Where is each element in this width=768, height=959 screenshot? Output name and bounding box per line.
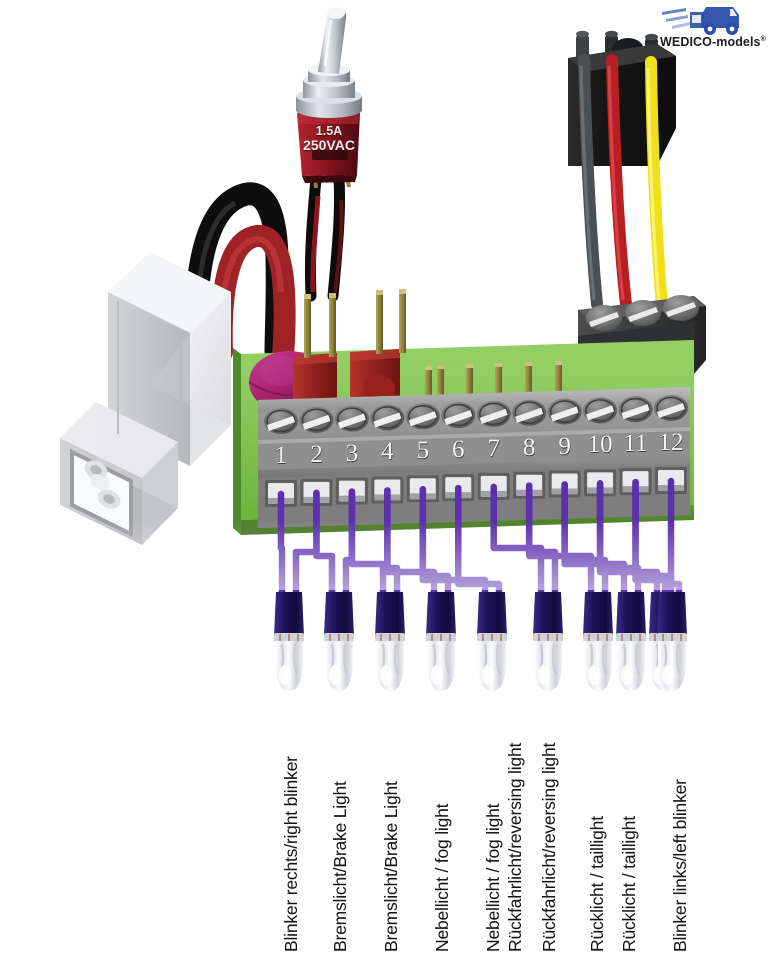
bulb-6[interactable] xyxy=(533,592,563,691)
pin-headers xyxy=(293,289,562,410)
battery-connector-assembly xyxy=(60,182,296,545)
terminal-screw-9[interactable] xyxy=(547,398,582,425)
battery-plug-pins xyxy=(84,460,121,509)
bulb-8[interactable] xyxy=(616,592,646,691)
bulb-3[interactable] xyxy=(375,592,405,691)
bulb-base-3 xyxy=(375,592,405,636)
bulb-glass-8 xyxy=(617,641,645,691)
bulb-base-5 xyxy=(477,592,507,636)
board-pins xyxy=(425,361,562,410)
bulb-base-8 xyxy=(616,592,646,636)
bulb-1[interactable] xyxy=(274,592,304,691)
wire-grey xyxy=(578,54,603,310)
bulb-10[interactable] xyxy=(657,592,687,691)
bulb-glass-6 xyxy=(534,641,562,691)
logo-wordmark-text: WEDICO-models xyxy=(660,35,761,49)
terminal-screw-5[interactable] xyxy=(405,403,440,430)
bulb-7[interactable] xyxy=(583,592,613,691)
bulb-glass-10 xyxy=(658,641,686,691)
logo-wordmark: WEDICO-models® xyxy=(660,35,766,49)
bulb-2[interactable] xyxy=(324,592,354,691)
bulb-base-1 xyxy=(274,592,304,636)
terminal-screw-7[interactable] xyxy=(476,400,511,427)
bulb-5[interactable] xyxy=(477,592,507,691)
three-way-screws xyxy=(586,295,699,331)
label-1: Blinker rechts/right blinker xyxy=(281,756,301,952)
bulb-base-4 xyxy=(426,592,456,636)
label-10: Blinker links/left blinker xyxy=(670,779,690,952)
terminal-screw-11[interactable] xyxy=(618,396,653,423)
terminal-screw-10[interactable] xyxy=(583,397,618,424)
terminal-screw-3[interactable] xyxy=(334,405,369,432)
terminal-screws xyxy=(264,395,688,434)
bulb-glass-7 xyxy=(584,641,612,691)
terminal-screw-12[interactable] xyxy=(654,395,688,421)
bulb-base-2 xyxy=(324,592,354,636)
terminal-screw-1[interactable] xyxy=(264,408,298,434)
label-4: Nebellicht / fog light xyxy=(432,803,452,952)
logo-registered-mark: ® xyxy=(760,35,766,43)
terminal-screw-6[interactable] xyxy=(441,402,476,429)
bulb-glass-3 xyxy=(376,641,404,691)
terminal-screw-8[interactable] xyxy=(512,399,547,426)
label-7: Rückfahrlicht/reversing light xyxy=(539,742,559,952)
label-3: Bremslicht/Brake Light xyxy=(381,781,401,952)
bulb-base-6 xyxy=(533,592,563,636)
wire-red xyxy=(606,54,632,310)
header-pins xyxy=(304,289,406,358)
bulbs xyxy=(274,592,687,691)
wire-yellow xyxy=(645,56,668,312)
label-9: Rücklicht / taillight xyxy=(619,816,639,952)
bulb-glass-2 xyxy=(325,641,353,691)
label-5: Nebellicht / fog light xyxy=(483,803,503,952)
bulb-base-10 xyxy=(657,592,687,636)
label-8: Rücklicht / taillight xyxy=(587,816,607,952)
terminal-screw-2[interactable] xyxy=(299,406,334,433)
toggle-switch-assembly xyxy=(296,7,362,302)
bulb-glass-4 xyxy=(427,641,455,691)
bulb-base-7 xyxy=(583,592,613,636)
brand-logo: WEDICO-models® xyxy=(660,2,768,54)
bulb-glass-1 xyxy=(275,641,303,691)
bulb-4[interactable] xyxy=(426,592,456,691)
bulb-glass-5 xyxy=(478,641,506,691)
terminal-screw-4[interactable] xyxy=(370,404,405,431)
truck-icon xyxy=(662,7,739,35)
label-2: Bremslicht/Brake Light xyxy=(330,781,350,952)
label-6: Rückfahrlicht/reversing light xyxy=(505,742,525,952)
